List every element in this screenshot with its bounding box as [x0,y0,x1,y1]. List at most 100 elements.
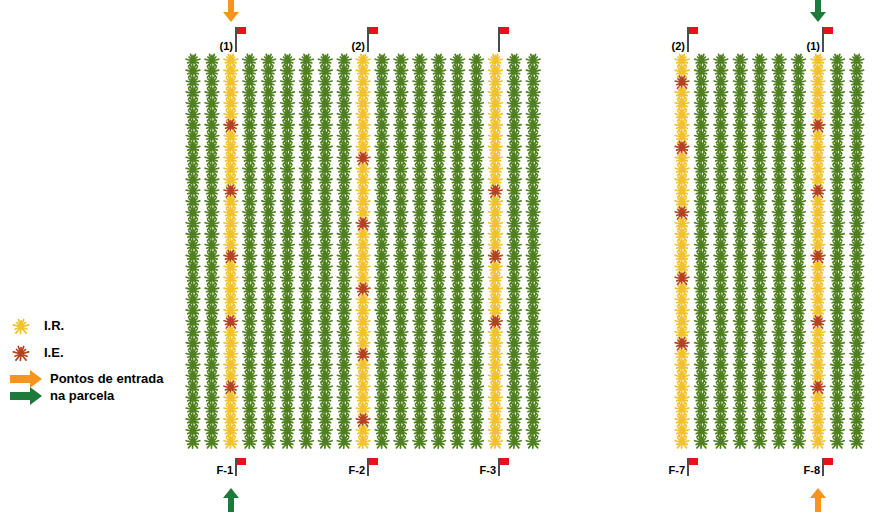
plant [413,294,427,306]
plant-ir [489,76,503,88]
plant-ir [675,240,689,252]
plant [508,218,522,230]
plant [451,76,465,88]
plant-ir [356,174,370,186]
plant [508,436,522,448]
plant [831,262,845,274]
plant [734,272,748,284]
plant [319,131,333,143]
plant [753,316,767,328]
plant [695,98,709,110]
plant [337,54,351,66]
plant [772,174,786,186]
plant [695,327,709,339]
plant [526,425,540,437]
plant [831,142,845,154]
plant [300,316,314,328]
plant-ir [224,98,238,110]
plant [375,403,389,415]
plant [451,65,465,77]
plant [281,142,295,154]
plant [205,294,219,306]
plant [375,305,389,317]
plant [375,131,389,143]
plant [526,338,540,350]
plant [508,229,522,241]
plant [281,153,295,165]
plant [413,65,427,77]
plant-ir [224,392,238,404]
plant [850,131,864,143]
plant [319,120,333,132]
plant [262,251,276,263]
plant [508,251,522,263]
plant [413,87,427,99]
plant [734,371,748,383]
plant [186,371,200,383]
plant [526,403,540,415]
plant [526,316,540,328]
plant-ie [356,153,370,165]
plant-ir [224,240,238,252]
plant [695,294,709,306]
plant-ir [489,436,503,448]
plant [394,174,408,186]
plant-ir [489,54,503,66]
plant [850,207,864,219]
plant [413,262,427,274]
plant-ir [811,240,825,252]
legend-swatch [13,320,28,334]
plant [734,240,748,252]
plant [508,414,522,426]
plant [850,240,864,252]
plant [394,196,408,208]
plant [850,436,864,448]
plant [831,381,845,393]
plant [300,381,314,393]
plant [508,262,522,274]
plant-ir [356,272,370,284]
plant [205,371,219,383]
plant [508,54,522,66]
plant [300,65,314,77]
plant [695,272,709,284]
plant [508,153,522,165]
plant [850,414,864,426]
plant [281,327,295,339]
plant [470,163,484,175]
plant [281,174,295,186]
plant-ie [489,251,503,263]
plant [470,251,484,263]
plant [734,196,748,208]
plant-ir [675,174,689,186]
plant [526,98,540,110]
plant [394,392,408,404]
plant [526,229,540,241]
plant [375,174,389,186]
plant [714,316,728,328]
plant [281,414,295,426]
plant [243,142,257,154]
plant [262,87,276,99]
plant [695,87,709,99]
plant [186,262,200,274]
plant [432,185,446,197]
plant [734,403,748,415]
plant-ir [811,153,825,165]
plant [792,349,806,361]
plant [526,360,540,372]
plant-ir [675,381,689,393]
plant [243,65,257,77]
plant [831,392,845,404]
entry-arrow [810,0,826,22]
plant [753,131,767,143]
plant [850,153,864,165]
plant [714,131,728,143]
plant [413,272,427,284]
plant [337,120,351,132]
plant-ie [224,251,238,263]
plant-ir [224,262,238,274]
plant [186,153,200,165]
plant [243,316,257,328]
plant-ir [489,272,503,284]
